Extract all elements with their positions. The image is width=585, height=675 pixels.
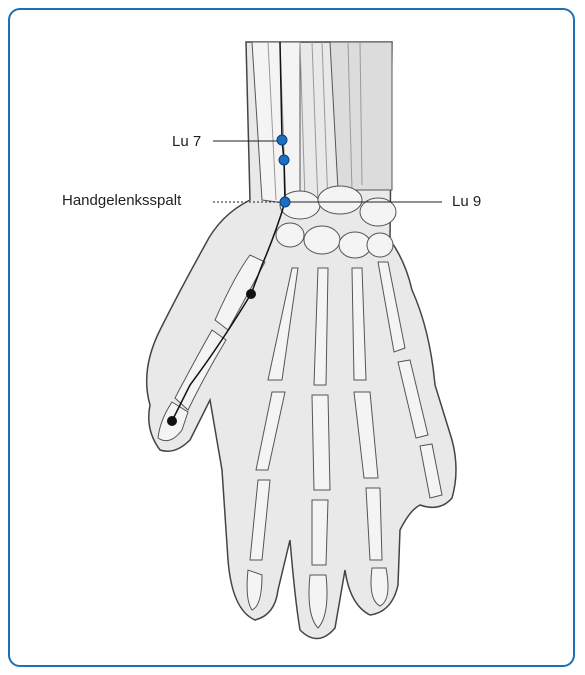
hand-outline xyxy=(147,42,456,639)
acupoint-lu11-icon xyxy=(167,416,177,426)
acupoint-lu9-icon xyxy=(280,197,290,207)
label-wrist-joint: Handgelenksspalt xyxy=(62,192,181,210)
label-lu9: Lu 9 xyxy=(452,193,481,211)
acupoint-lu10-icon xyxy=(246,289,256,299)
acupoint-lu7-icon xyxy=(277,135,287,145)
label-lu7: Lu 7 xyxy=(172,133,201,151)
acupoint-lu8-icon xyxy=(279,155,289,165)
